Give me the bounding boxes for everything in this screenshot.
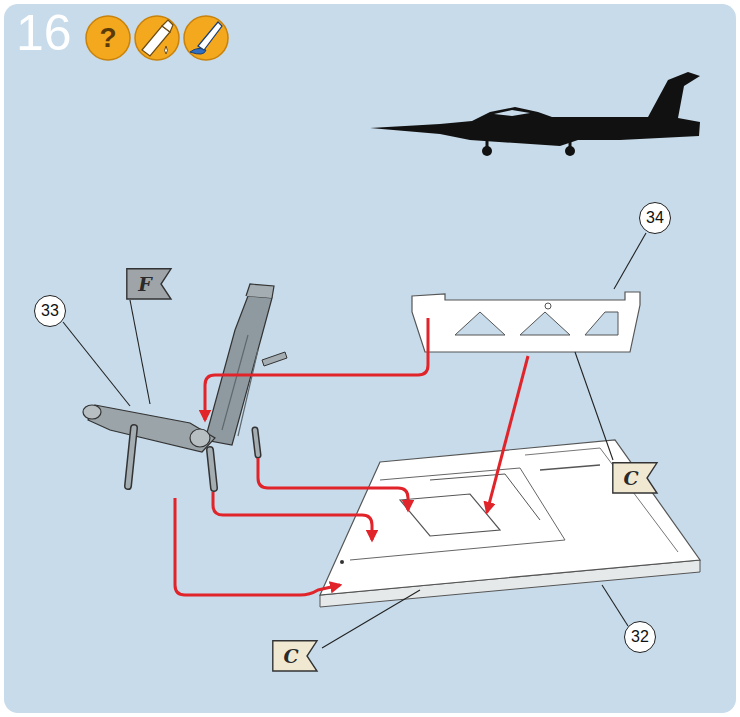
color-code: F [138,273,152,295]
callout-number: 32 [624,621,656,653]
paint-icon [184,16,228,60]
help-icon [86,16,130,60]
paint-brush [198,22,222,50]
step-number: 16 [16,8,72,58]
glue-tube [142,26,170,56]
color-flag: C [272,640,318,672]
color-flag: C [612,462,658,494]
glue-icon [135,16,179,60]
color-code: C [623,467,638,489]
callout-number: 34 [639,202,671,234]
flag-shape [127,269,171,299]
part-number: 33 [41,302,59,320]
icon-symbol: ? [99,22,116,54]
icon-label: ? [99,22,116,54]
icons [86,16,228,60]
color-flag: F [126,268,172,300]
frame-part [412,292,640,352]
flag-shape [613,463,657,493]
glue-drop [165,46,168,54]
glue-nozzle [162,20,173,32]
callout-number: 33 [34,295,66,327]
part-number: 34 [646,209,664,227]
assembly-arrows [175,318,528,595]
flag-shape [273,641,317,671]
jet-silhouette [370,72,700,156]
panel [4,4,736,713]
part-number: 32 [631,628,649,646]
tray-part [320,440,700,607]
color-code: C [283,645,298,667]
leader-lines [63,233,646,648]
